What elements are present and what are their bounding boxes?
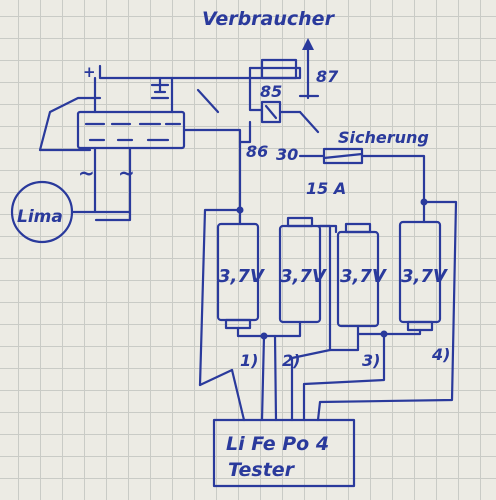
- fuse-label: Sicherung: [338, 128, 429, 147]
- tap-4-label: 4): [431, 345, 450, 364]
- relay-30-label: 30: [276, 145, 298, 164]
- relay: [238, 58, 320, 144]
- regulator-box: [76, 110, 242, 152]
- alternator-label: Lima: [17, 207, 63, 227]
- tilde-left-label: ~: [78, 161, 95, 185]
- tap-2-label: 2): [282, 351, 300, 370]
- tap-3-label: 3): [362, 351, 380, 370]
- pack-wiring: [198, 148, 458, 422]
- tester-box: [212, 418, 356, 488]
- tap-1-label: 1): [240, 351, 258, 370]
- fuse-rating-label: 15 A: [306, 179, 346, 198]
- alternator: [10, 146, 132, 244]
- tester-line1: Li Fe Po 4: [226, 433, 329, 455]
- load-label: Verbraucher: [202, 8, 336, 30]
- tilde-right-label: ~: [118, 161, 135, 185]
- fuse: [298, 147, 426, 204]
- cell-4-label: 3,7V: [401, 266, 449, 287]
- tester-line2: Tester: [228, 459, 296, 481]
- balance-leads: [230, 332, 386, 422]
- cell-3-label: 3,7V: [340, 266, 388, 287]
- relay-85-label: 85: [260, 82, 282, 101]
- cell-2-label: 3,7V: [280, 266, 328, 287]
- plus-label: +: [83, 63, 96, 81]
- cell-links: [236, 224, 422, 352]
- top-wires: [38, 64, 302, 152]
- relay-87-label: 87: [316, 67, 339, 86]
- cell-1-label: 3,7V: [218, 266, 266, 287]
- relay-86-label: 86: [246, 142, 268, 161]
- load-arrow: [302, 38, 314, 100]
